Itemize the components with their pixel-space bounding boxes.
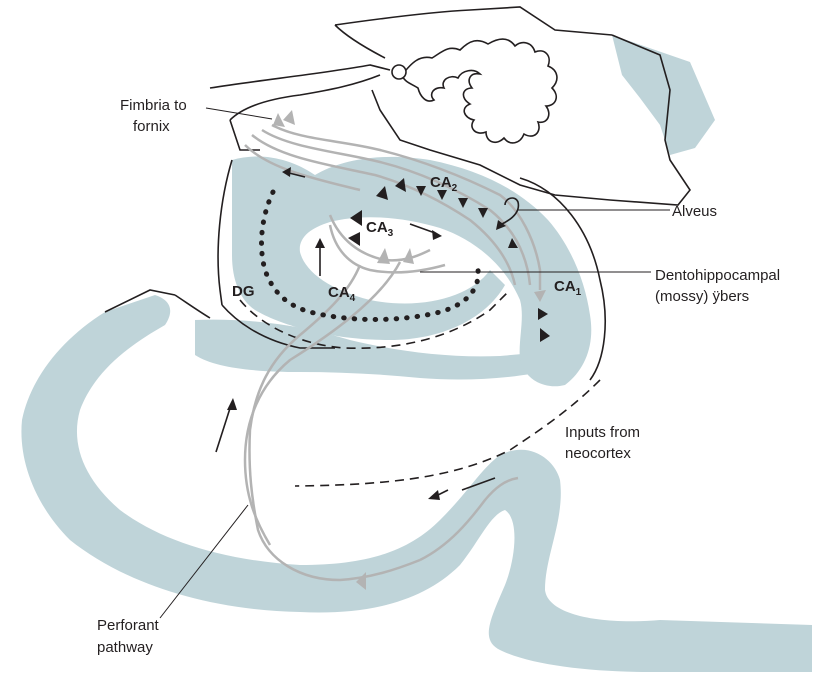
inputs-label-line1: Inputs from	[565, 424, 640, 441]
choroid-plexus	[402, 39, 557, 143]
inputs-label-line2: neocortex	[565, 445, 631, 462]
ca3-region-label: CA3	[366, 219, 394, 239]
choroid-node	[392, 65, 406, 79]
perforant-label-line1: Perforant	[97, 617, 160, 634]
alveus-label: Alveus	[672, 203, 717, 220]
cortex-upper-region	[612, 35, 715, 155]
fimbria-label-line2: fornix	[133, 118, 170, 135]
dg-region-label: DG	[232, 283, 255, 300]
perforant-label-line2: pathway	[97, 639, 153, 656]
dentohippocampal-label-line2: (mossy) ÿbers	[655, 288, 749, 305]
fimbria-label-line1: Fimbria to	[120, 97, 187, 114]
lower-tissue-band	[21, 295, 812, 672]
dentohippocampal-label-line1: Dentohippocampal	[655, 267, 780, 284]
